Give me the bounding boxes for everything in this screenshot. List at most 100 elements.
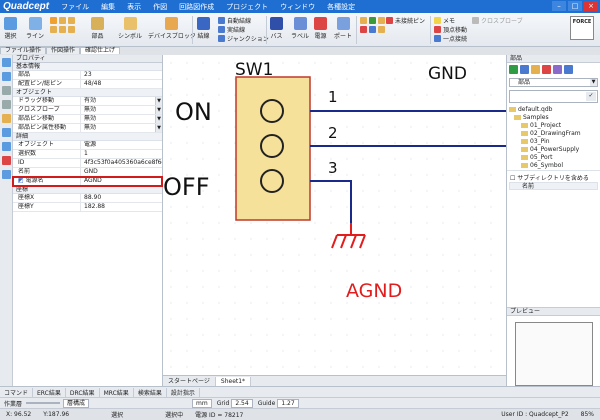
refresh-icon[interactable] bbox=[2, 142, 11, 151]
tab-finish[interactable]: 確認仕上げ bbox=[80, 47, 121, 54]
measure-icon[interactable] bbox=[2, 114, 11, 123]
force-button[interactable]: FORCE bbox=[570, 16, 594, 40]
point-move-button[interactable]: 頂点移動 bbox=[434, 25, 467, 34]
menu-edit[interactable]: 編集 bbox=[101, 2, 116, 11]
tree-item[interactable]: 05_Port bbox=[509, 154, 600, 162]
parts-button[interactable]: 部品 bbox=[91, 17, 104, 40]
tab-sheet1[interactable]: Sheet1* bbox=[215, 376, 252, 386]
misc-tools-2[interactable] bbox=[360, 25, 387, 33]
tab-mrc[interactable]: MRC結果 bbox=[100, 387, 134, 397]
grid-icon[interactable] bbox=[2, 100, 11, 109]
pointer-icon[interactable] bbox=[2, 58, 11, 67]
label-button[interactable]: ラベル bbox=[291, 17, 309, 40]
section-coord[interactable]: 座標 bbox=[13, 186, 162, 194]
dropdown-icon[interactable]: ▼ bbox=[155, 124, 162, 132]
parts-type-select[interactable]: 部品▼ bbox=[509, 78, 598, 87]
power-button[interactable]: 電源 bbox=[314, 17, 327, 40]
section-object[interactable]: オブジェクト bbox=[13, 89, 162, 97]
checkbox-icon[interactable]: ☐ bbox=[510, 175, 518, 182]
minimize-icon[interactable]: – bbox=[552, 1, 566, 11]
parts-search-input[interactable]: ✓ bbox=[509, 90, 598, 103]
symbol-button[interactable]: シンボル bbox=[118, 17, 142, 40]
zoom-icon[interactable] bbox=[2, 72, 11, 81]
prop-row[interactable]: 部品ピン属性移動無効▼ bbox=[13, 124, 162, 133]
menu-draw[interactable]: 作図 bbox=[153, 2, 168, 11]
menu-project[interactable]: プロジェクト bbox=[226, 2, 269, 11]
tree-item[interactable]: 01_Project bbox=[509, 122, 600, 130]
cross-probe-button[interactable]: クロスプローブ bbox=[472, 16, 523, 25]
settings-icon[interactable] bbox=[2, 170, 11, 179]
tree-item[interactable]: 06_Symbol bbox=[509, 162, 600, 170]
tree-item[interactable]: 03_Pin bbox=[509, 138, 600, 146]
wire-button[interactable]: 結線 bbox=[197, 17, 210, 40]
section-detail[interactable]: 詳細 bbox=[13, 133, 162, 141]
tree-item[interactable]: Samples bbox=[509, 114, 600, 122]
name-column-header[interactable]: 名前 bbox=[509, 182, 598, 190]
library-tree[interactable]: default.qdb Samples 01_Project 02_Drawin… bbox=[507, 106, 600, 170]
include-subdir-checkbox[interactable]: ☐ サブディレクトリを含める bbox=[507, 170, 600, 182]
shape-tools-2[interactable] bbox=[50, 25, 77, 33]
tab-command[interactable]: コマンド bbox=[0, 387, 34, 397]
prop-row[interactable]: 部品ピン移動無効▼ bbox=[13, 115, 162, 124]
dropdown-icon[interactable]: ▼ bbox=[155, 97, 162, 105]
one-point-button[interactable]: 一点接続 bbox=[434, 34, 467, 43]
guide-select[interactable]: 1.27 bbox=[277, 398, 299, 408]
port-button[interactable]: ポート bbox=[334, 17, 352, 40]
menu-file[interactable]: ファイル bbox=[61, 2, 90, 11]
library-icon[interactable] bbox=[509, 65, 518, 74]
shape-tools[interactable] bbox=[50, 16, 77, 24]
section-basic[interactable]: 基本情報 bbox=[13, 63, 162, 71]
dropdown-icon[interactable]: ▼ bbox=[155, 115, 162, 123]
search-go-icon[interactable]: ✓ bbox=[586, 92, 596, 101]
tree-item[interactable]: 02_DrawingFram bbox=[509, 130, 600, 138]
library-icon[interactable] bbox=[520, 65, 529, 74]
tab-draw-ops[interactable]: 作図操作 bbox=[46, 47, 81, 54]
menu-schematic[interactable]: 回路図作成 bbox=[179, 2, 215, 11]
library-icon[interactable] bbox=[553, 65, 562, 74]
misc-tools[interactable] bbox=[360, 16, 387, 24]
menu-settings[interactable]: 各種設定 bbox=[327, 2, 356, 11]
maximize-icon[interactable]: □ bbox=[568, 1, 582, 11]
auto-wire-button[interactable]: 自動結線 bbox=[218, 16, 251, 25]
menu-view[interactable]: 表示 bbox=[127, 2, 142, 11]
marker-icon[interactable] bbox=[2, 156, 11, 165]
junction-button[interactable]: ジャンクション bbox=[218, 34, 269, 43]
unconnected-pin-button[interactable]: 未接続ピン bbox=[386, 16, 425, 25]
tree-item[interactable]: 04_PowerSupply bbox=[509, 146, 600, 154]
layer-config-select[interactable]: 層構成 bbox=[63, 398, 90, 408]
library-icon[interactable] bbox=[564, 65, 573, 74]
unit-select[interactable]: mm bbox=[192, 398, 212, 408]
line-button[interactable]: ライン bbox=[26, 17, 44, 40]
library-icon[interactable] bbox=[531, 65, 540, 74]
tab-search-result[interactable]: 検索結果 bbox=[134, 387, 167, 397]
tab-file-ops[interactable]: ファイル操作 bbox=[0, 47, 47, 54]
search-icon[interactable] bbox=[2, 128, 11, 137]
select-button[interactable]: 選択 bbox=[4, 17, 17, 40]
schematic-canvas[interactable]: ON OFF SW1 1 2 3 GND AGND bbox=[163, 55, 506, 375]
prop-row[interactable]: ドラッグ移動有効▼ bbox=[13, 97, 162, 106]
close-icon[interactable]: × bbox=[584, 1, 598, 11]
work-layer-select[interactable] bbox=[26, 402, 61, 404]
tab-start-page[interactable]: スタートページ bbox=[163, 376, 216, 386]
tab-erc[interactable]: ERC結果 bbox=[33, 387, 66, 397]
power-name-field[interactable]: AGND bbox=[84, 177, 102, 184]
layer-icon[interactable] bbox=[2, 86, 11, 95]
device-block-button[interactable]: デバイスブロック bbox=[148, 17, 196, 40]
wire-3[interactable] bbox=[310, 180, 352, 235]
real-wire-button[interactable]: 実結線 bbox=[218, 25, 245, 34]
prop-row[interactable]: クロスプローブ無効▼ bbox=[13, 106, 162, 115]
menu-window[interactable]: ウィンドウ bbox=[280, 2, 316, 11]
dropdown-icon[interactable]: ▼ bbox=[155, 106, 162, 114]
bus-button[interactable]: バス bbox=[270, 17, 283, 40]
grid-select[interactable]: 2.54 bbox=[231, 398, 253, 408]
switch-body[interactable] bbox=[235, 76, 311, 221]
tree-item[interactable]: default.qdb bbox=[509, 106, 600, 114]
library-icon[interactable] bbox=[542, 65, 551, 74]
schematic-drawing[interactable]: ON OFF SW1 1 2 3 GND AGND bbox=[163, 55, 506, 375]
tab-drc[interactable]: DRC結果 bbox=[66, 387, 100, 397]
memo-button[interactable]: メモ bbox=[434, 16, 455, 25]
